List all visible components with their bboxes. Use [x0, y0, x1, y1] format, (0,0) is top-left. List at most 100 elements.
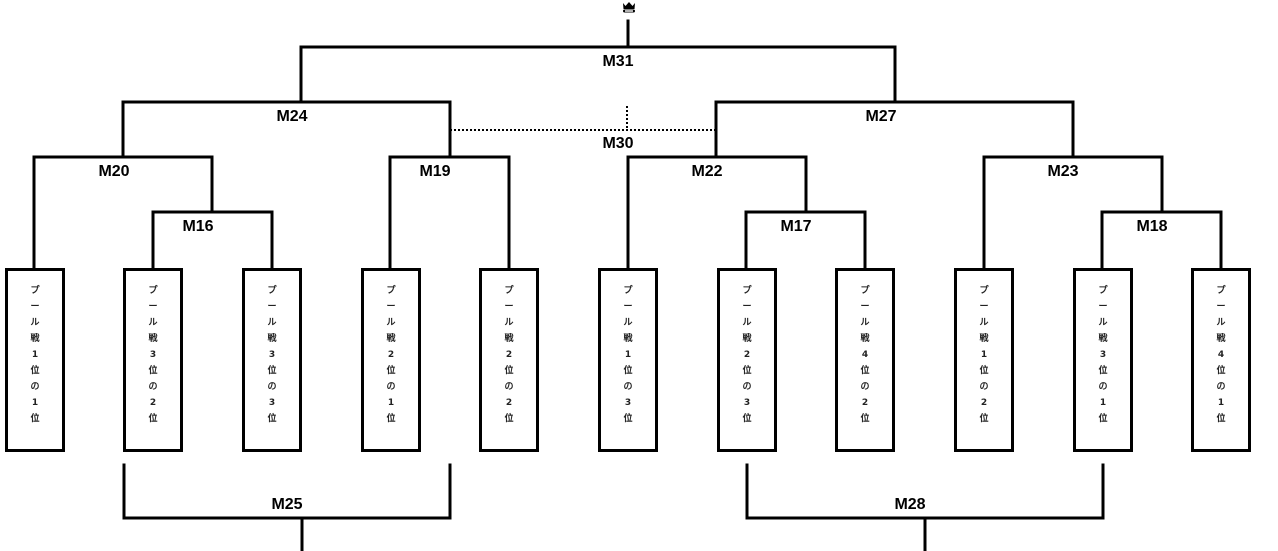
line-m17	[744, 210, 867, 270]
entry-slot-char: プ	[979, 286, 989, 296]
entry-slot-char: 戦	[504, 334, 514, 344]
entry-slot-char: ー	[267, 302, 277, 312]
entry-slot-char: プ	[1098, 286, 1108, 296]
entry-slot-char: 位	[860, 414, 870, 424]
entry-slot-char: 戦	[742, 334, 752, 344]
match-label-m16: M16	[182, 218, 214, 235]
entry-slot-char: 戦	[979, 334, 989, 344]
entry-slot-char: 位	[267, 414, 277, 424]
entry-slot-char: ー	[1098, 302, 1108, 312]
entry-slot-char: の	[623, 382, 633, 392]
line-m20	[32, 155, 214, 270]
entry-slot-char: プ	[860, 286, 870, 296]
entry-slot-char: 4	[861, 350, 869, 360]
match-label-m19: M19	[419, 163, 451, 180]
match-label-m27: M27	[865, 108, 897, 125]
entry-slot-char: 1	[1217, 398, 1225, 408]
entry-slot-char: 位	[30, 414, 40, 424]
entry-slot-char: 2	[387, 350, 395, 360]
entry-slot-char: 戦	[148, 334, 158, 344]
entry-slot-char: 3	[268, 398, 276, 408]
entry-slot-char: ル	[504, 318, 514, 328]
entry-slot-char: プ	[386, 286, 396, 296]
crown-icon	[623, 2, 635, 13]
match-label-m25: M25	[271, 496, 303, 513]
match-label-m31: M31	[602, 53, 634, 70]
entry-slot-char: 3	[268, 350, 276, 360]
entry-slot-char: 位	[1098, 366, 1108, 376]
match-label-m18: M18	[1136, 218, 1168, 235]
entry-slot-char: の	[30, 382, 40, 392]
entry-slot-char: ー	[386, 302, 396, 312]
entry-slot-char: 2	[149, 398, 157, 408]
entry-slot-char: の	[742, 382, 752, 392]
entry-slot-char: ル	[623, 318, 633, 328]
entry-slot-char: 位	[979, 414, 989, 424]
entry-slot-char: ー	[979, 302, 989, 312]
entry-slot-char: 2	[980, 398, 988, 408]
entry-slot-char: ー	[148, 302, 158, 312]
entry-slot-char: プ	[30, 286, 40, 296]
entry-slot-char: 位	[30, 366, 40, 376]
entry-slot-char: ル	[267, 318, 277, 328]
entry-slot-char: プ	[267, 286, 277, 296]
match-label-m28: M28	[894, 496, 926, 513]
match-label-m23: M23	[1047, 163, 1079, 180]
entry-slot-char: 位	[267, 366, 277, 376]
line-m31	[299, 45, 897, 104]
entry-slot-char: 1	[1099, 398, 1107, 408]
entry-slot-char: 3	[1099, 350, 1107, 360]
entry-slot-char: 戦	[386, 334, 396, 344]
entry-slot-char: 戦	[30, 334, 40, 344]
entry-slot-char: 位	[742, 366, 752, 376]
entry-slot-char: 位	[979, 366, 989, 376]
entry-slot-char: ル	[979, 318, 989, 328]
line-m25	[122, 463, 452, 520]
entry-slot-char: 位	[623, 366, 633, 376]
entry-slot-char: ー	[1216, 302, 1226, 312]
entry-slot-char: ー	[742, 302, 752, 312]
entry-slot-char: 戦	[1098, 334, 1108, 344]
entry-slot-char: 位	[504, 366, 514, 376]
entry-slot-char: 位	[504, 414, 514, 424]
entry-slot-char: プ	[504, 286, 514, 296]
match-label-m20: M20	[98, 163, 130, 180]
match-label-m22: M22	[691, 163, 723, 180]
entry-slot-char: 位	[1216, 366, 1226, 376]
entry-slot-char: 1	[624, 350, 632, 360]
entry-slot-char: 位	[1098, 414, 1108, 424]
entry-slot-char: 1	[31, 350, 39, 360]
entry-slot-char: ル	[386, 318, 396, 328]
entry-slot-char: ル	[1216, 318, 1226, 328]
match-label-m30: M30	[602, 135, 634, 152]
entry-slot-char: 3	[624, 398, 632, 408]
entry-slot-char: の	[1098, 382, 1108, 392]
entry-slot-char: 戦	[860, 334, 870, 344]
entry-slot-char: の	[979, 382, 989, 392]
entry-slot-char: ー	[623, 302, 633, 312]
line-m23	[982, 155, 1164, 270]
entry-slot-char: 位	[623, 414, 633, 424]
entry-slot-char: 位	[1216, 414, 1226, 424]
entry-slot-char: ル	[148, 318, 158, 328]
entry-slot-char: ル	[860, 318, 870, 328]
entry-slot-char: の	[860, 382, 870, 392]
entry-slot-char: ル	[30, 318, 40, 328]
entry-slot-char: 4	[1217, 350, 1225, 360]
entry-slot-char: プ	[1216, 286, 1226, 296]
entry-slot-char: 位	[860, 366, 870, 376]
entry-slot-char: プ	[148, 286, 158, 296]
line-m16	[151, 210, 274, 270]
entry-slot-char: の	[1216, 382, 1226, 392]
entry-slot-char: 2	[743, 350, 751, 360]
entry-slot-char: 2	[861, 398, 869, 408]
